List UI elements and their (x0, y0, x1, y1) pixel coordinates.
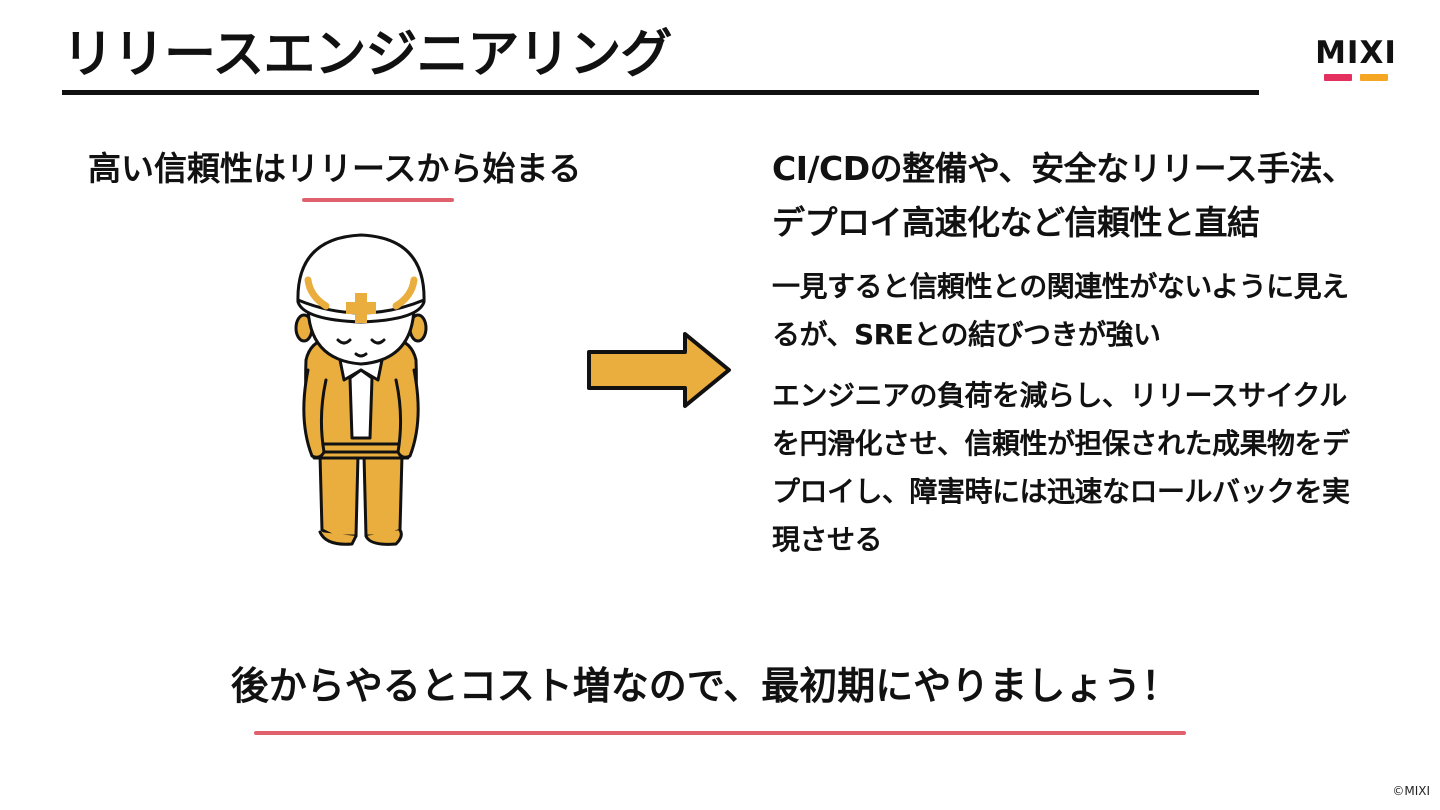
logo-bars (1306, 74, 1406, 81)
copyright: ©MIXI (1392, 784, 1430, 798)
bottom-message-accent-line (254, 731, 1186, 735)
right-heading: CI/CDの整備や、安全なリリース手法、デプロイ高速化など信頼性と直結 (772, 149, 1355, 242)
logo-bar-red (1324, 74, 1352, 81)
left-heading: 高い信頼性はリリースから始まる (88, 149, 582, 188)
logo-text: MIXI (1315, 35, 1397, 71)
body-paragraph-2: エンジニアの負荷を減らし、リリースサイクルを円滑化させ、信頼性が担保された成果物… (772, 379, 1350, 556)
bowing-worker-illustration-icon (294, 233, 428, 546)
logo-bar-orange (1360, 74, 1388, 81)
slide-title: リリースエンジニアリング (62, 25, 672, 85)
left-heading-accent-line (302, 198, 454, 202)
body-paragraph-1: 一見すると信頼性との関連性がないように見えるが、SREとの結びつきが強い (772, 270, 1349, 351)
title-underline (62, 90, 1259, 95)
mixi-logo: MIXI (1306, 36, 1406, 88)
right-arrow-icon (587, 332, 731, 408)
bottom-message: 後からやるとコスト増なので、最初期にやりましょう！ (230, 664, 1180, 708)
